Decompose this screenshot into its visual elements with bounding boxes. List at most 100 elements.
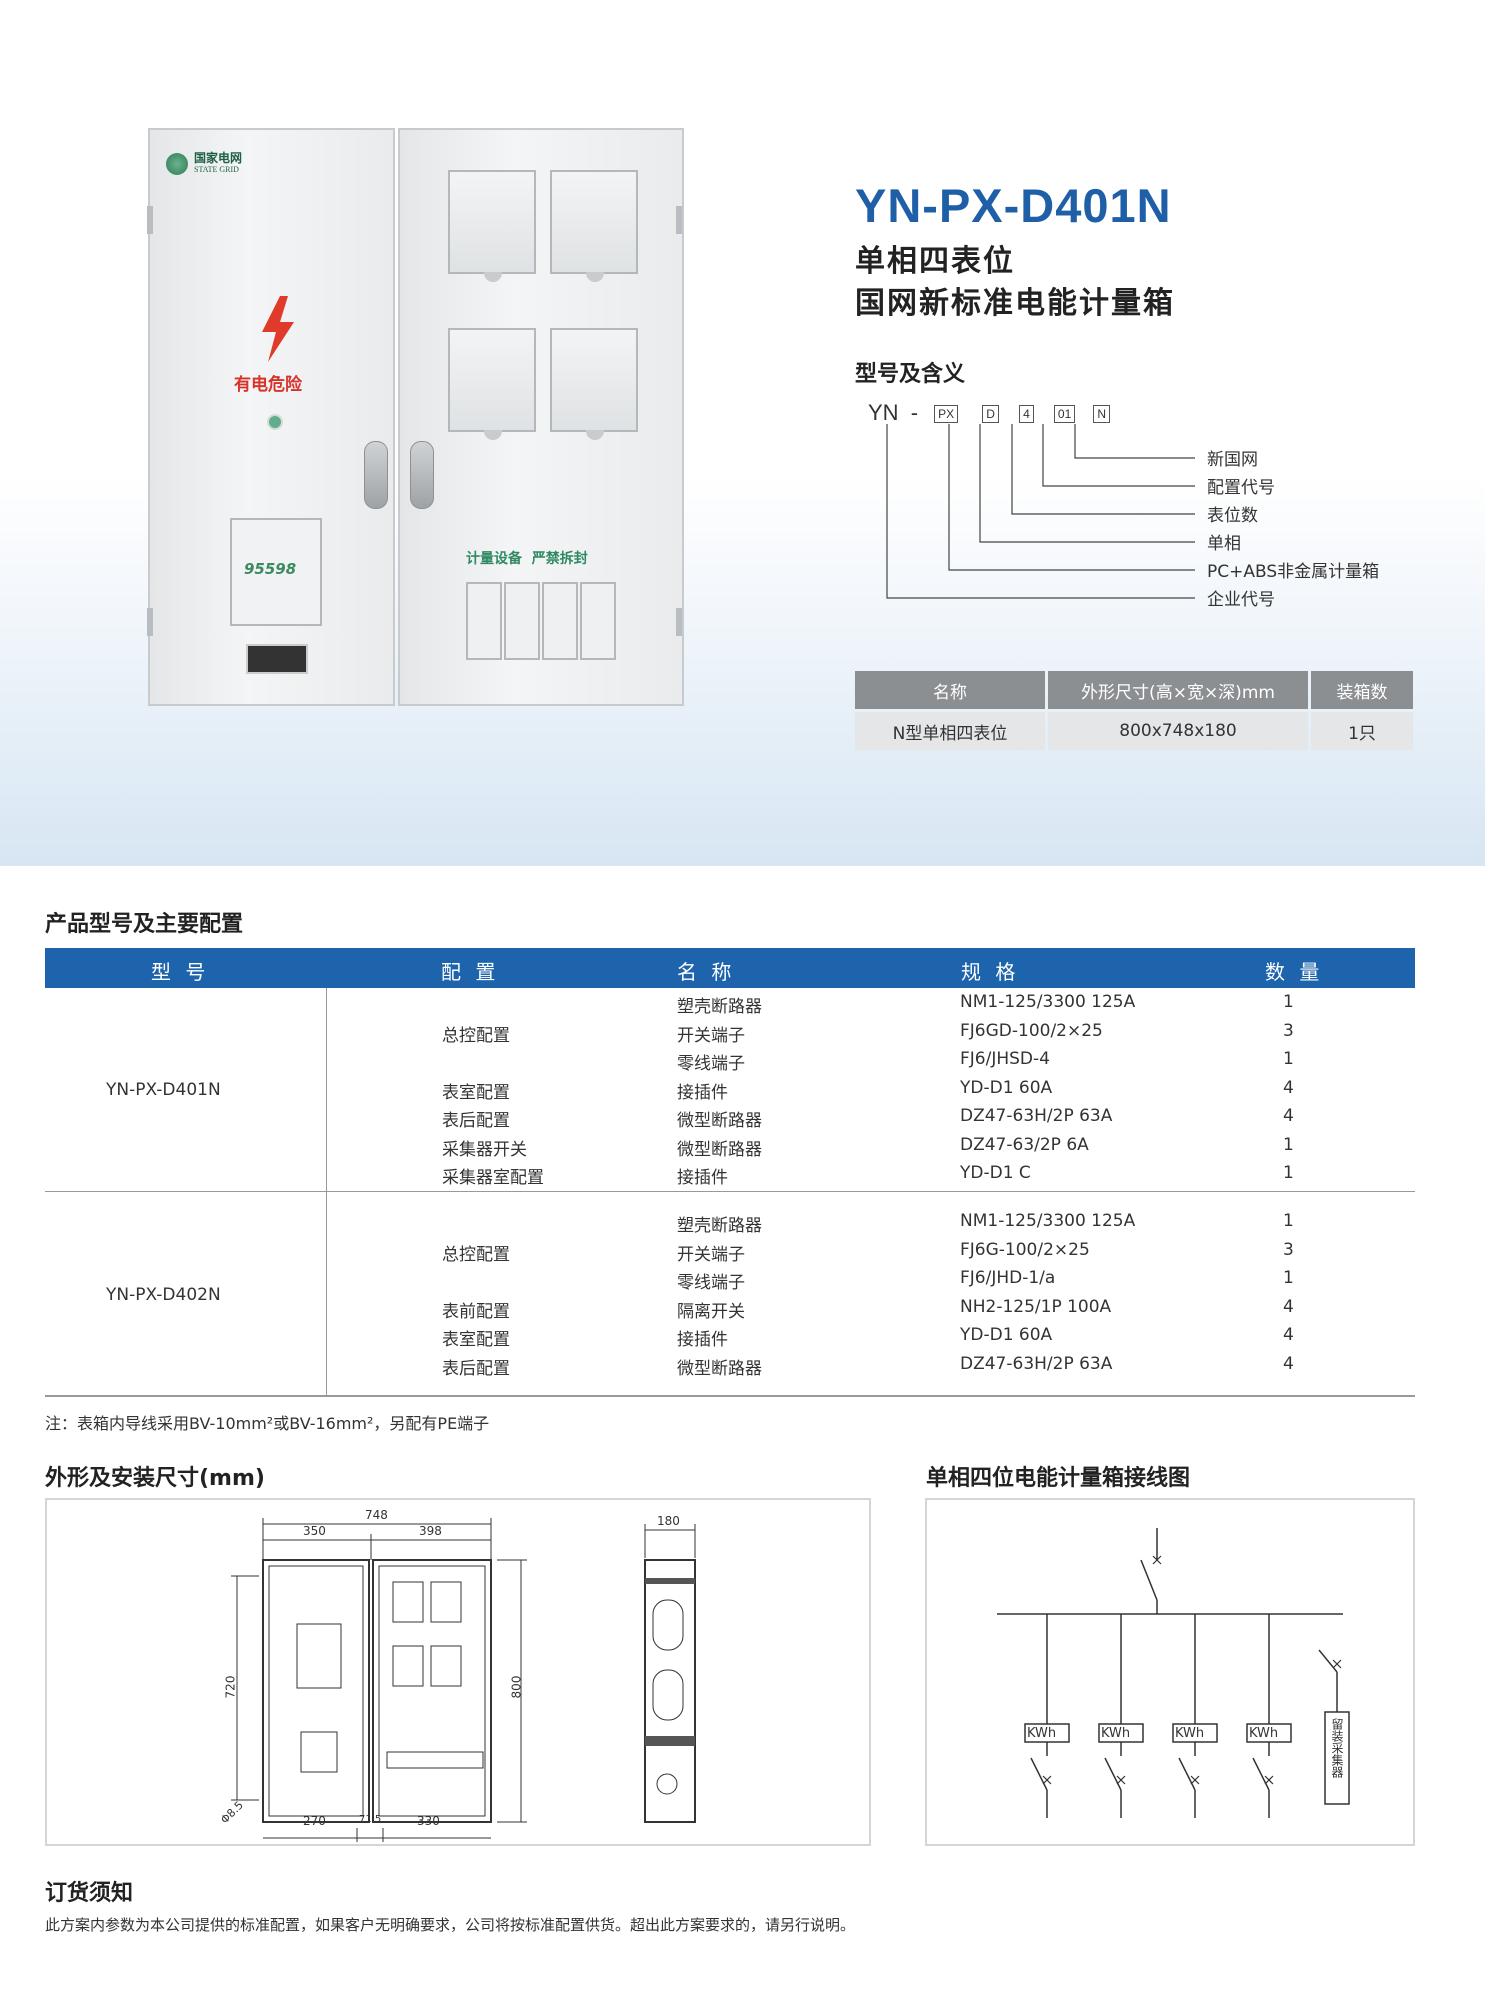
spec-cell-qty: 1只 bbox=[1311, 712, 1413, 750]
meter-window-3 bbox=[448, 328, 536, 440]
wiring-diagram bbox=[997, 1528, 1350, 1818]
danger-label: 有电危险 bbox=[234, 375, 302, 395]
config-cell-qty: 1 bbox=[1283, 1268, 1294, 1288]
meter-label-1: KWh bbox=[1027, 1726, 1057, 1741]
config-cell-qty: 4 bbox=[1283, 1106, 1294, 1126]
code-n: N bbox=[1093, 405, 1111, 424]
config-cell-spec: DZ47-63H/2P 63A bbox=[960, 1353, 1113, 1374]
dim-left-width: 350 bbox=[303, 1524, 326, 1538]
product-photo: 国家电网 STATE GRID 有电危险 95598 计量设备 严禁拆封 bbox=[140, 128, 685, 708]
meter-window-1 bbox=[448, 170, 536, 282]
dimension-drawing bbox=[231, 1518, 696, 1842]
config-header-name: 名 称 bbox=[677, 960, 736, 984]
config-cell-qty: 4 bbox=[1283, 1077, 1294, 1098]
legend-material: PC+ABS非金属计量箱 bbox=[1207, 562, 1380, 582]
meter-window-2 bbox=[550, 170, 638, 282]
config-cell-spec: FJ6/JHD-1/a bbox=[960, 1268, 1056, 1288]
config-cell-spec: FJ6/JHSD-4 bbox=[960, 1049, 1050, 1069]
dimensions-title: 外形及安装尺寸(mm) bbox=[45, 1466, 265, 1491]
config-cell-name: 微型断路器 bbox=[677, 1358, 762, 1379]
config-cell-qty: 1 bbox=[1283, 1211, 1294, 1231]
product-subtitle-1: 单相四表位 bbox=[855, 244, 1015, 279]
config-cell-spec: YD-D1 C bbox=[960, 1163, 1031, 1183]
meter-window-4 bbox=[550, 328, 638, 440]
order-text: 此方案内参数为本公司提供的标准配置，如果客户无明确要求，公司将按标准配置供货。超… bbox=[45, 1916, 856, 1934]
model-meaning-legend: 新国网 配置代号 表位数 单相 PC+ABS非金属计量箱 企业代号 bbox=[1207, 446, 1379, 614]
config-cell-name: 接插件 bbox=[677, 1168, 728, 1188]
config-cell-name: 开关端子 bbox=[677, 1244, 745, 1265]
logo-name-cn: 国家电网 bbox=[194, 151, 243, 165]
spec-cell-size: 800x748x180 bbox=[1048, 712, 1308, 750]
meter-label-2: KWh bbox=[1101, 1726, 1131, 1741]
spec-cell-name: N型单相四表位 bbox=[855, 712, 1045, 750]
meter-label-3: KWh bbox=[1175, 1726, 1205, 1741]
config-cell-name: 塑壳断路器 bbox=[677, 997, 762, 1017]
config-cell-spec: FJ6GD-100/2×25 bbox=[960, 1020, 1103, 1041]
config-cell-config: 表后配置 bbox=[442, 1358, 510, 1379]
config-cell-config: 采集器开关 bbox=[442, 1139, 527, 1160]
dim-right-width: 398 bbox=[419, 1524, 442, 1538]
config-cell-spec: NH2-125/1P 100A bbox=[960, 1296, 1112, 1317]
model-meaning-lines bbox=[886, 424, 1195, 599]
legend-config-code: 配置代号 bbox=[1207, 478, 1275, 498]
config-cell-name: 开关端子 bbox=[677, 1025, 745, 1046]
config-title: 产品型号及主要配置 bbox=[45, 912, 244, 937]
nameplate bbox=[246, 644, 308, 674]
config-header-qty: 数 量 bbox=[1265, 960, 1324, 984]
model-code-row: YN - PX D 4 01 N bbox=[868, 400, 1111, 426]
config-cell-spec: DZ47-63H/2P 63A bbox=[960, 1106, 1113, 1126]
left-lock-handle[interactable] bbox=[364, 441, 388, 509]
config-cell-name: 微型断路器 bbox=[677, 1139, 762, 1160]
dim-depth: 180 bbox=[657, 1514, 680, 1528]
collector-label: 留装采集器 bbox=[1330, 1718, 1344, 1778]
state-grid-logo: 国家电网 STATE GRID bbox=[166, 152, 242, 176]
config-cell-qty: 1 bbox=[1283, 1134, 1294, 1155]
dimensions-panel: 748 350 398 180 720 800 270 71.5 330 Φ8.… bbox=[45, 1498, 871, 1846]
breaker-slot-3 bbox=[542, 582, 578, 660]
config-cell-qty: 1 bbox=[1283, 992, 1294, 1012]
dim-bottom-right: 330 bbox=[417, 1814, 440, 1828]
legend-company-code: 企业代号 bbox=[1207, 590, 1275, 610]
dim-bottom-mid: 71.5 bbox=[359, 1814, 382, 1825]
spec-table: 名称 外形尺寸(高×宽×深)mm 装箱数 N型单相四表位 800x748x180… bbox=[852, 668, 1416, 753]
spec-header-name: 名称 bbox=[855, 671, 1045, 709]
code-dash: - bbox=[910, 400, 919, 425]
config-cell-config: 总控配置 bbox=[442, 1244, 510, 1265]
config-cell-name: 接插件 bbox=[677, 1082, 728, 1103]
config-table-body bbox=[45, 988, 1415, 1398]
config-cell-qty: 4 bbox=[1283, 1325, 1294, 1345]
right-lock-handle[interactable] bbox=[410, 441, 434, 509]
legend-new-grid: 新国网 bbox=[1207, 450, 1258, 470]
config-cell-config: 表室配置 bbox=[442, 1330, 510, 1350]
config-cell-spec: YD-D1 60A bbox=[960, 1077, 1053, 1098]
config-cell-name: 零线端子 bbox=[677, 1054, 745, 1074]
wiring-title: 单相四位电能计量箱接线图 bbox=[926, 1466, 1191, 1491]
breaker-slot-2 bbox=[504, 582, 540, 660]
config-cell-config: 表前配置 bbox=[442, 1301, 510, 1322]
model-meaning-title: 型号及含义 bbox=[855, 362, 966, 387]
config-cell-qty: 3 bbox=[1283, 1020, 1294, 1041]
config-note: 注：表箱内导线采用BV-10mm²或BV-16mm²，另配有PE端子 bbox=[45, 1414, 490, 1433]
config-cell-spec: FJ6G-100/2×25 bbox=[960, 1239, 1090, 1260]
config-cell-config: 采集器室配置 bbox=[442, 1168, 544, 1188]
lightning-icon bbox=[262, 296, 294, 362]
product-model-title: YN-PX-D401N bbox=[855, 179, 1172, 232]
config-cell-spec: YD-D1 60A bbox=[960, 1325, 1053, 1345]
config-cell-spec: DZ47-63/2P 6A bbox=[960, 1134, 1089, 1155]
left-door: 国家电网 STATE GRID 有电危险 95598 bbox=[147, 128, 395, 706]
config-cell-name: 零线端子 bbox=[677, 1273, 745, 1293]
product-subtitle-2: 国网新标准电能计量箱 bbox=[855, 286, 1175, 321]
config-cell-qty: 1 bbox=[1283, 1163, 1294, 1183]
config-cell-spec: NM1-125/3300 125A bbox=[960, 1211, 1136, 1231]
legend-meter-count: 表位数 bbox=[1207, 506, 1258, 526]
breaker-slot-4 bbox=[580, 582, 616, 660]
config-cell-spec: NM1-125/3300 125A bbox=[960, 992, 1136, 1012]
config-cell-name: 接插件 bbox=[677, 1330, 728, 1350]
config-cell-config: 表后配置 bbox=[442, 1111, 510, 1131]
config-table-header: 型 号 配 置 名 称 规 格 数 量 bbox=[45, 948, 1415, 988]
config-cell-qty: 1 bbox=[1283, 1049, 1294, 1069]
dim-inner-height: 720 bbox=[223, 1675, 238, 1699]
dim-total-width: 748 bbox=[365, 1508, 388, 1522]
wiring-panel: KWh KWh KWh KWh 留装采集器 bbox=[925, 1498, 1415, 1846]
config-model-cell: YN-PX-D401N bbox=[106, 1079, 221, 1100]
